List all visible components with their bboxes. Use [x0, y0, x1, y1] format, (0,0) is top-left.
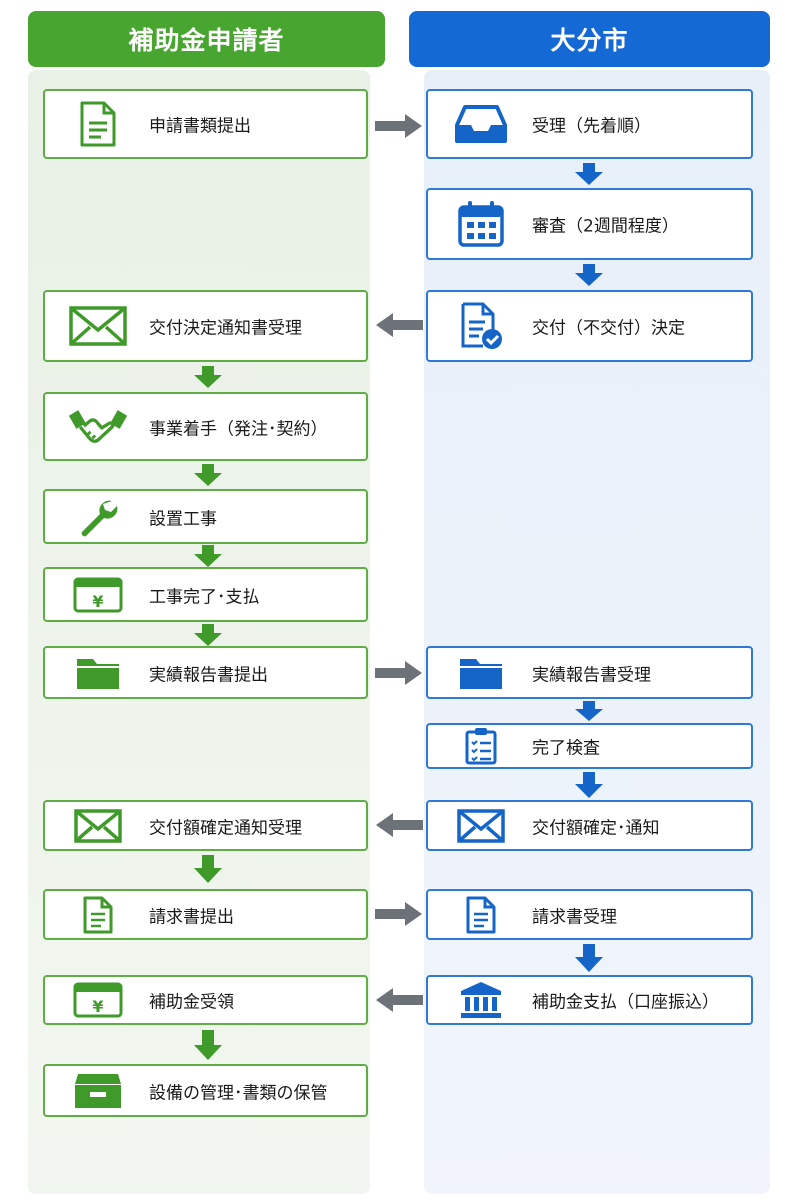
clipboard-checklist-icon [450, 721, 512, 771]
step-label: 交付額確定通知受理 [149, 818, 302, 838]
svg-text:¥: ¥ [92, 997, 103, 1016]
city-step-completion-inspection: 完了検査 [426, 723, 753, 769]
arrow-left-connector [375, 812, 423, 838]
step-label: 交付決定通知書受理 [149, 318, 302, 339]
yen-payment-icon: ¥ [67, 570, 129, 620]
arrow-down-green [193, 1030, 223, 1060]
city-step-review: 審査（2週間程度） [426, 188, 753, 260]
city-step-pay-subsidy: 補助金支払（口座振込） [426, 975, 753, 1025]
wrench-icon [67, 492, 129, 542]
arrow-left-connector [375, 987, 423, 1013]
step-label: 申請書類提出 [149, 116, 251, 137]
applicant-step-submit-invoice: 請求書提出 [43, 889, 368, 940]
step-label: 実績報告書受理 [532, 665, 651, 685]
bank-icon [450, 975, 512, 1025]
step-label: 審査（2週間程度） [532, 216, 679, 237]
arrow-down-green [193, 624, 223, 646]
city-step-accept-performance-report: 実績報告書受理 [426, 646, 753, 699]
step-label: 請求書受理 [532, 907, 617, 927]
applicant-step-receive-amount-notice: 交付額確定通知受理 [43, 800, 368, 851]
folder-icon [67, 648, 129, 698]
arrow-down-blue [574, 944, 604, 972]
svg-text:¥: ¥ [92, 592, 103, 611]
arrow-down-green [193, 366, 223, 388]
inbox-tray-icon [450, 99, 512, 149]
arrow-right-connector [375, 660, 423, 686]
arrow-down-blue [574, 264, 604, 286]
step-label: 設置工事 [149, 509, 217, 529]
step-label: 請求書提出 [149, 907, 234, 927]
arrow-left-connector [375, 312, 423, 338]
city-column-header: 大分市 [409, 11, 770, 67]
city-step-accept-first-come: 受理（先着順） [426, 89, 753, 159]
arrow-down-green [193, 464, 223, 486]
arrow-right-connector [375, 113, 423, 139]
arrow-right-connector [375, 901, 423, 927]
applicant-step-start-project: 事業着手（発注･契約） [43, 392, 368, 461]
applicant-step-submit-application: 申請書類提出 [43, 89, 368, 159]
document-icon [450, 890, 512, 940]
yen-payment-icon: ¥ [67, 975, 129, 1025]
document-check-icon [450, 301, 512, 351]
step-label: 設備の管理･書類の保管 [149, 1083, 328, 1103]
envelope-icon [67, 801, 129, 851]
document-icon [67, 99, 129, 149]
applicant-step-receive-subsidy: ¥ 補助金受領 [43, 975, 368, 1025]
arrow-down-blue [574, 701, 604, 721]
applicant-step-work-complete-payment: ¥ 工事完了･支払 [43, 567, 368, 622]
filing-cabinet-icon [67, 1066, 129, 1116]
applicant-step-installation-work: 設置工事 [43, 489, 368, 544]
step-label: 工事完了･支払 [149, 587, 260, 607]
arrow-down-green [193, 855, 223, 883]
step-label: 交付額確定･通知 [532, 818, 660, 838]
applicant-step-submit-performance-report: 実績報告書提出 [43, 646, 368, 699]
step-label: 受理（先着順） [532, 116, 651, 137]
calendar-icon [450, 199, 512, 249]
applicant-step-receive-grant-notice: 交付決定通知書受理 [43, 290, 368, 362]
envelope-icon [67, 301, 129, 351]
city-step-accept-invoice: 請求書受理 [426, 889, 753, 940]
city-step-amount-confirm-notify: 交付額確定･通知 [426, 800, 753, 851]
step-label: 交付（不交付）決定 [532, 318, 685, 339]
arrow-down-green [193, 545, 223, 567]
arrow-down-blue [574, 163, 604, 185]
city-step-grant-decision: 交付（不交付）決定 [426, 290, 753, 362]
handshake-icon [67, 402, 129, 452]
step-label: 補助金受領 [149, 992, 234, 1013]
step-label: 実績報告書提出 [149, 665, 268, 685]
document-icon [67, 890, 129, 940]
applicant-column-header: 補助金申請者 [28, 11, 385, 67]
step-label: 完了検査 [532, 738, 600, 759]
step-label: 補助金支払（口座振込） [532, 992, 719, 1013]
step-label: 事業着手（発注･契約） [149, 419, 328, 439]
folder-icon [450, 648, 512, 698]
applicant-step-manage-equipment-store-documents: 設備の管理･書類の保管 [43, 1064, 368, 1117]
arrow-down-blue [574, 772, 604, 798]
envelope-icon [450, 801, 512, 851]
